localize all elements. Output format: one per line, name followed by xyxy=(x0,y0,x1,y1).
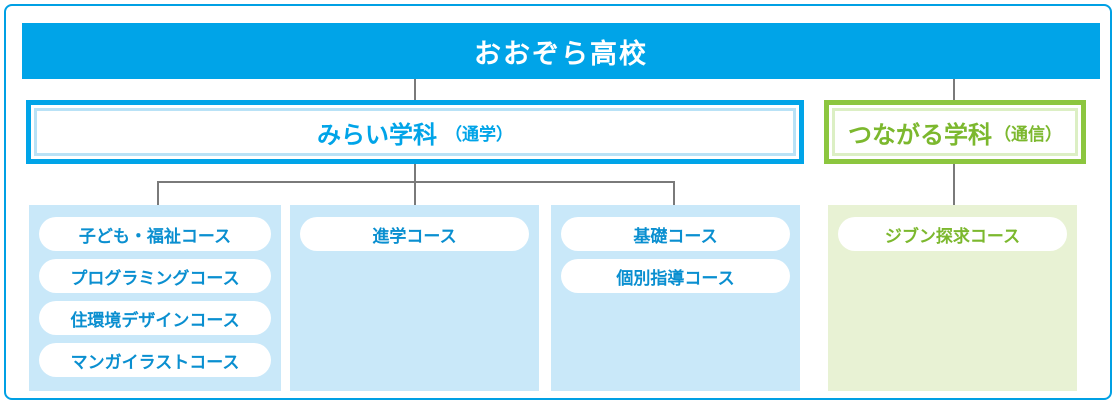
connector-group3 xyxy=(673,181,675,205)
course-item: 基礎コース xyxy=(561,217,790,251)
course-item: プログラミングコース xyxy=(39,259,271,293)
course-item: 子ども・福祉コース xyxy=(39,217,271,251)
connector-tsunagaru-down xyxy=(953,164,955,205)
course-group-2: 進学コース xyxy=(290,205,539,391)
course-item: ジブン探求コース xyxy=(838,217,1067,251)
department-mirai-type: （通学） xyxy=(445,124,513,145)
connector-mirai-down xyxy=(414,164,416,182)
department-tsunagaru: つながる学科 （通信） xyxy=(824,100,1086,164)
course-group-tsunagaru: ジブン探求コース xyxy=(828,205,1077,391)
school-name: おおぞら高校 xyxy=(22,23,1100,79)
course-item: マンガイラストコース xyxy=(39,343,271,377)
department-mirai-name: みらい学科 xyxy=(317,120,437,149)
course-group-1: 子ども・福祉コース プログラミングコース 住環境デザインコース マンガイラストコ… xyxy=(29,205,281,391)
connector-school-tsunagaru xyxy=(953,79,955,100)
course-item: 個別指導コース xyxy=(561,259,790,293)
connector-group2 xyxy=(414,181,416,205)
course-item: 住環境デザインコース xyxy=(39,301,271,335)
connector-school-mirai xyxy=(414,79,416,100)
department-tsunagaru-type: （通信） xyxy=(994,124,1062,145)
department-mirai: みらい学科 （通学） xyxy=(26,100,804,164)
connector-mirai-horizontal xyxy=(157,181,675,183)
department-tsunagaru-name: つながる学科 xyxy=(848,120,992,149)
course-group-3: 基礎コース 個別指導コース xyxy=(551,205,800,391)
connector-group1 xyxy=(157,181,159,205)
course-item: 進学コース xyxy=(300,217,529,251)
